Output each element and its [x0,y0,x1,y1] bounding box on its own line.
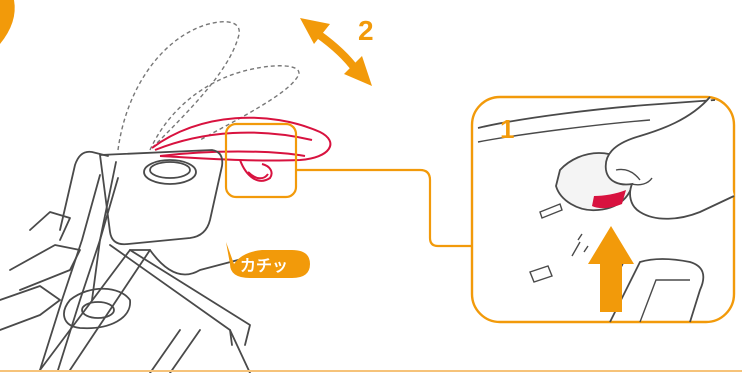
lever-highlight [224,122,298,199]
motion-double-arrow [300,18,372,86]
zoom-detail-panel: 1 [470,95,736,324]
step-badge [0,0,15,44]
hand-illustration [604,96,735,220]
chair-frame [0,149,251,373]
tray [151,116,332,182]
click-sound-bubble: カチッ [226,242,310,278]
push-up-arrow [588,226,634,312]
sound-label: カチッ [240,256,288,275]
step-1-label: 1 [500,114,514,144]
callout-connector [296,168,472,248]
step-2-label: 2 [358,15,374,46]
backrest-ghost-positions [117,21,300,151]
